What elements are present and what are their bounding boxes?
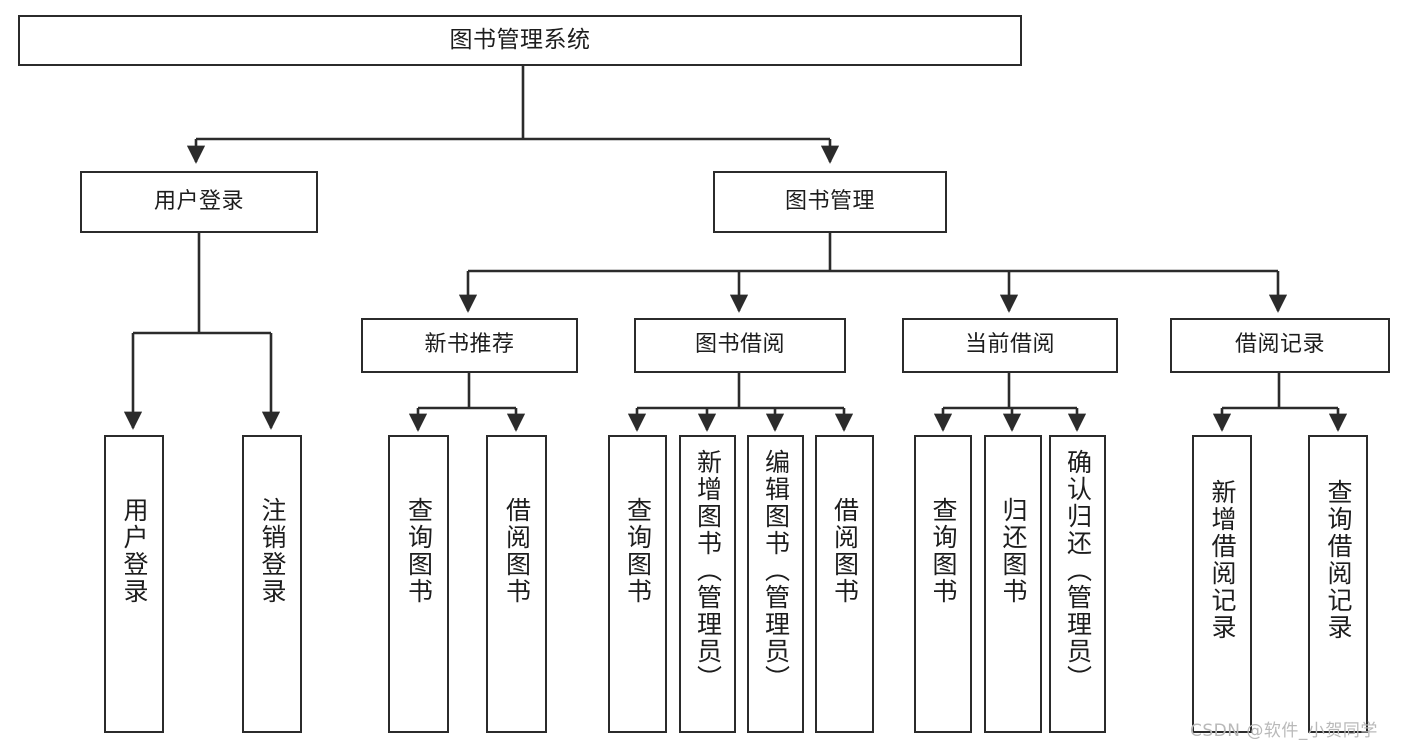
node-new-book-recommend-label: 新书推荐 <box>424 332 515 358</box>
node-book-borrow-label: 图书借阅 <box>694 332 785 358</box>
node-book-management[interactable]: 图书管理 <box>713 171 947 233</box>
node-leaf-borrow-book-recommend-label: 借阅图书 <box>502 497 532 605</box>
node-leaf-user-login[interactable]: 用户登录 <box>104 435 164 733</box>
node-leaf-edit-book-label: 编辑图书（管理员） <box>761 449 791 692</box>
node-current-borrow-label: 当前借阅 <box>964 332 1055 358</box>
node-book-borrow[interactable]: 图书借阅 <box>634 318 846 373</box>
node-leaf-logout-label: 注销登录 <box>258 497 287 605</box>
node-leaf-return-book[interactable]: 归还图书 <box>984 435 1042 733</box>
node-leaf-confirm-return[interactable]: 确认归还（管理员） <box>1049 435 1106 733</box>
node-leaf-query-borrow-record[interactable]: 查询借阅记录 <box>1308 435 1368 733</box>
node-leaf-query-book-borrow[interactable]: 查询图书 <box>608 435 667 733</box>
node-leaf-return-book-label: 归还图书 <box>999 497 1028 605</box>
node-root[interactable]: 图书管理系统 <box>18 15 1022 66</box>
node-leaf-add-book[interactable]: 新增图书（管理员） <box>679 435 736 733</box>
node-borrow-record-label: 借阅记录 <box>1234 332 1325 358</box>
node-leaf-confirm-return-label: 确认归还（管理员） <box>1063 449 1093 692</box>
node-leaf-edit-book[interactable]: 编辑图书（管理员） <box>747 435 804 733</box>
node-leaf-add-borrow-record[interactable]: 新增借阅记录 <box>1192 435 1252 733</box>
node-leaf-query-borrow-record-label: 查询借阅记录 <box>1324 479 1353 641</box>
node-book-management-label: 图书管理 <box>784 188 875 214</box>
node-leaf-query-book-current[interactable]: 查询图书 <box>914 435 972 733</box>
node-borrow-record[interactable]: 借阅记录 <box>1170 318 1390 373</box>
node-user-login[interactable]: 用户登录 <box>80 171 318 233</box>
node-root-label: 图书管理系统 <box>449 26 591 53</box>
node-leaf-borrow-book[interactable]: 借阅图书 <box>815 435 874 733</box>
node-leaf-add-borrow-record-label: 新增借阅记录 <box>1208 479 1237 641</box>
node-leaf-logout[interactable]: 注销登录 <box>242 435 302 733</box>
node-leaf-query-book-recommend[interactable]: 查询图书 <box>388 435 449 733</box>
csdn-watermark: CSDN @软件_小贺同学 <box>1190 721 1378 741</box>
node-leaf-user-login-label: 用户登录 <box>120 497 149 605</box>
node-leaf-add-book-label: 新增图书（管理员） <box>693 449 723 692</box>
node-leaf-query-book-recommend-label: 查询图书 <box>404 497 434 605</box>
node-new-book-recommend[interactable]: 新书推荐 <box>361 318 578 373</box>
node-user-login-label: 用户登录 <box>153 188 244 214</box>
node-leaf-query-book-borrow-label: 查询图书 <box>623 497 653 605</box>
node-leaf-borrow-book-recommend[interactable]: 借阅图书 <box>486 435 547 733</box>
node-leaf-query-book-current-label: 查询图书 <box>929 497 958 605</box>
node-leaf-borrow-book-label: 借阅图书 <box>830 497 860 605</box>
node-current-borrow[interactable]: 当前借阅 <box>902 318 1118 373</box>
